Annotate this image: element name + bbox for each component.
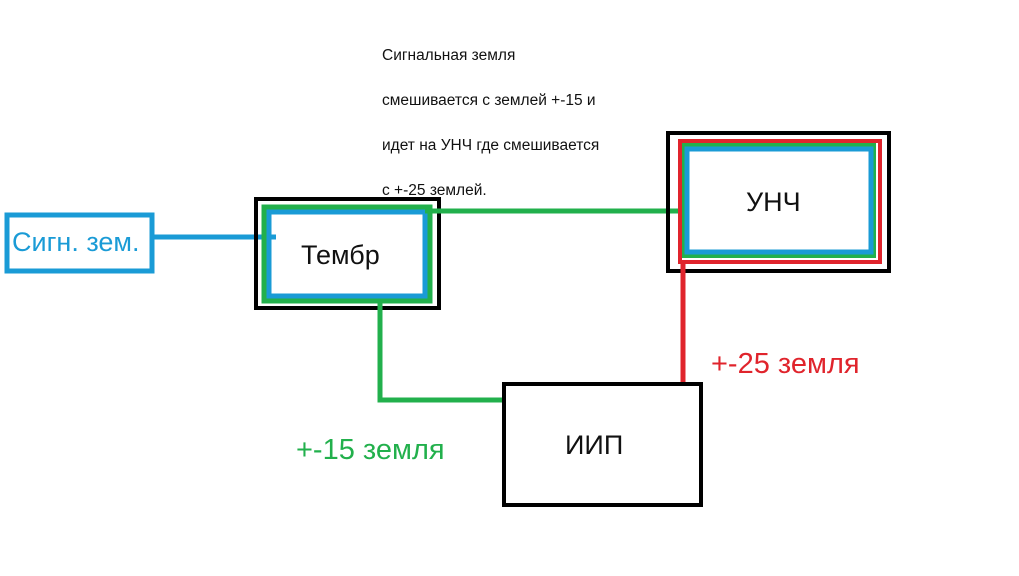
note-line: идет на УНЧ где смешивается [382,136,600,154]
note-line: Сигнальная земля [382,46,516,64]
green-wire-15-ground [377,301,505,403]
explanation-note: Сигнальная земля смешивается с землей +-… [382,22,642,225]
power-supply-box [502,382,703,507]
timbre-green-frame [261,204,433,304]
signal-ground-label: Сигн. зем. [12,227,140,257]
signal-ground-box [4,212,155,274]
ground-25-label: +-25 земля [711,348,860,380]
power-supply-label: ИИП [565,430,624,460]
timbre-outer-frame [254,197,441,310]
note-line: с +-25 землей. [382,181,487,199]
amplifier-label: УНЧ [746,187,801,217]
note-line: смешивается с землей +-15 и [382,91,596,109]
amplifier-blue-frame [684,146,874,255]
ground-15-label: +-15 земля [296,434,445,466]
amplifier-green-frame [682,143,876,258]
amplifier-red-frame [678,139,882,264]
timbre-blue-frame [266,209,428,299]
amplifier-outer-frame [666,131,891,273]
timbre-label: Тембр [301,240,380,270]
